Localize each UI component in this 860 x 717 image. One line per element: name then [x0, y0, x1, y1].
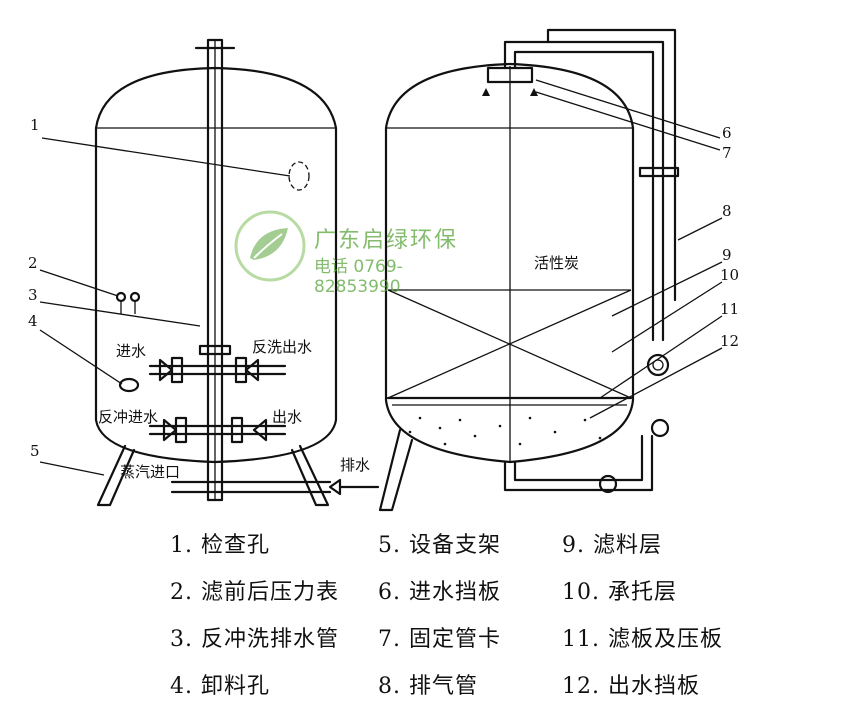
legend-item: 2. 滤前后压力表	[170, 580, 339, 605]
callout-2: 2	[28, 254, 38, 272]
legend-column-3: 9. 滤料层 10. 承托层 11. 滤板及压板 12. 出水挡板	[562, 522, 723, 710]
callout-10: 10	[720, 266, 739, 284]
label-backwash-out: 反洗出水	[252, 338, 312, 356]
left-tank	[39, 38, 380, 507]
legend-item: 12. 出水挡板	[562, 674, 700, 699]
legend-item: 3. 反冲洗排水管	[170, 627, 339, 652]
legend-item: 9. 滤料层	[562, 533, 662, 558]
legend-item: 1. 检查孔	[170, 533, 270, 558]
callout-1: 1	[30, 116, 40, 134]
legend-column-1: 1. 检查孔 2. 滤前后压力表 3. 反冲洗排水管 4. 卸料孔	[170, 522, 339, 710]
label-inlet: 进水	[116, 342, 146, 360]
filter-tank-diagram: 1 2 3 4 5 6 7 8 9 10 11 12 进水 反洗出水 反冲进水 …	[28, 28, 739, 512]
callout-12: 12	[720, 332, 739, 350]
callout-5: 5	[30, 442, 40, 460]
callout-9: 9	[722, 246, 732, 264]
legend-item: 11. 滤板及压板	[562, 627, 723, 652]
legend-item: 5. 设备支架	[378, 533, 501, 558]
legend-item: 8. 排气管	[378, 674, 478, 699]
callout-11: 11	[720, 300, 739, 318]
callout-4: 4	[28, 312, 38, 330]
legend-item: 10. 承托层	[562, 580, 677, 605]
callout-7: 7	[722, 144, 732, 162]
label-activated-carbon: 活性炭	[534, 254, 579, 272]
legend-column-2: 5. 设备支架 6. 进水挡板 7. 固定管卡 8. 排气管	[378, 522, 501, 710]
label-drain: 排水	[340, 456, 370, 474]
legend-item: 4. 卸料孔	[170, 674, 270, 699]
right-tank	[378, 28, 723, 512]
callout-3: 3	[28, 286, 38, 304]
legend-item: 7. 固定管卡	[378, 627, 501, 652]
legend: 1. 检查孔 2. 滤前后压力表 3. 反冲洗排水管 4. 卸料孔 5. 设备支…	[0, 522, 860, 712]
legend-item: 6. 进水挡板	[378, 580, 501, 605]
callout-6: 6	[722, 124, 732, 142]
label-steam-inlet: 蒸汽进口	[120, 463, 180, 481]
label-backflush-in: 反冲进水	[98, 408, 158, 426]
label-outlet: 出水	[272, 408, 302, 426]
callout-8: 8	[722, 202, 732, 220]
